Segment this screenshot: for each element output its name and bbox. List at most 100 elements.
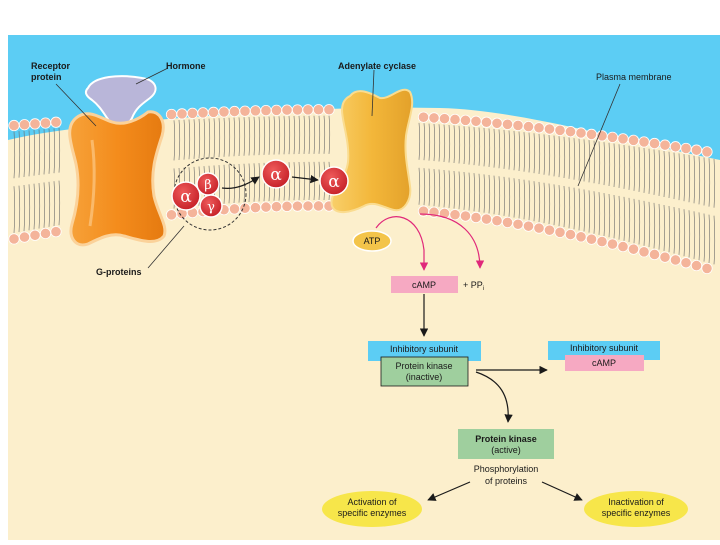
lipid-tail (203, 118, 206, 159)
lipid-head (39, 227, 52, 240)
protein-kinase-active-label: Protein kinase (475, 434, 537, 444)
lipid-tail (708, 214, 711, 264)
lipid-head (617, 240, 629, 253)
lipid-tail (608, 194, 611, 238)
camp-box (391, 276, 458, 293)
lipid-head (543, 123, 556, 135)
lipid-tail (528, 180, 531, 221)
lipid-tail (713, 158, 716, 208)
lipid-tail (438, 124, 441, 162)
lipid-head (470, 115, 482, 127)
g-protein-alpha-subunit: α (171, 181, 201, 211)
lipid-tail (588, 140, 591, 183)
lipid-head (680, 257, 692, 269)
atp-molecule (352, 230, 392, 252)
lipid-head (501, 216, 514, 229)
lipid-head (596, 235, 608, 248)
lipid-tail (593, 191, 596, 234)
lipid-tail (613, 143, 616, 187)
atp-label: ATP (364, 236, 381, 246)
lipid-head (260, 104, 272, 117)
alpha-symbol: α (270, 165, 282, 185)
lipid-tail (678, 153, 681, 201)
lipid-tail (698, 156, 701, 205)
lipid-head (659, 139, 671, 151)
g-protein-gamma-subunit: γ (199, 194, 223, 218)
lipid-head (480, 116, 493, 128)
lipid-head (239, 202, 251, 214)
lipid-tail (228, 117, 231, 157)
lipid-tail (693, 211, 696, 259)
lipid-head (648, 137, 661, 150)
lipid-head (176, 108, 188, 120)
lipid-tail (193, 119, 196, 159)
lipid-tail (28, 130, 31, 177)
leader-receptor (55, 83, 97, 127)
lipid-tail (573, 187, 576, 230)
lipid-tail (553, 135, 556, 177)
g-protein-beta-subunit: β (196, 172, 220, 196)
plasma-membrane-label: Plasma membrane (596, 72, 672, 82)
lipid-tail (318, 115, 321, 154)
lipid-tail (303, 161, 306, 201)
phosphorylation-label-2: of proteins (485, 476, 528, 486)
lipid-head (638, 246, 650, 258)
lipid-tail (603, 142, 606, 186)
lipid-head (470, 211, 482, 224)
lipid-head (459, 210, 472, 222)
lipid-tail (13, 186, 16, 233)
lipid-tail (628, 145, 631, 190)
lipid-tail (703, 213, 706, 262)
lipid-head (501, 118, 514, 130)
lipid-tail (513, 130, 516, 171)
lipid-head (564, 228, 577, 241)
lipid-head (533, 222, 545, 234)
lipid-head (29, 118, 41, 130)
lipid-head (228, 105, 241, 118)
lipid-tail (658, 203, 661, 250)
alpha-symbol: α (180, 187, 192, 207)
lipid-tail (653, 202, 656, 249)
lipid-tail (583, 189, 586, 232)
receptor-protein-label: Receptor (31, 61, 71, 71)
lipid-head (690, 259, 703, 272)
lipid-tail (668, 205, 671, 253)
lipid-tail (443, 124, 446, 163)
gamma-symbol: γ (207, 200, 215, 215)
lipid-tail (598, 192, 601, 235)
protein-kinase-inactive-box (380, 356, 469, 387)
lipid-tail (298, 115, 301, 155)
lipid-tail (308, 161, 311, 201)
lipid-head (50, 116, 62, 128)
lipid-tail (268, 116, 271, 155)
lipid-head (554, 124, 566, 136)
lipid-head (522, 120, 535, 133)
lipid-tail (293, 115, 296, 155)
lipid-tail (483, 174, 486, 213)
lipid-tail (523, 132, 526, 172)
lipid-head (18, 119, 31, 131)
lipid-head (459, 114, 472, 126)
lipid-tail (633, 146, 636, 191)
lipid-tail (528, 132, 531, 173)
lipid-tail (603, 193, 606, 237)
lipid-tail (238, 117, 241, 157)
lipid-tail (683, 154, 686, 202)
lipid-head (281, 200, 293, 212)
arrow-to-inactivation (541, 481, 583, 501)
lipid-tail (18, 185, 21, 233)
lipid-tail (628, 197, 631, 243)
alpha-symbol: α (328, 172, 340, 192)
lipid-tail (663, 150, 666, 197)
inhibitory-subunit-label: Inhibitory subunit (390, 344, 459, 354)
lipid-head (449, 113, 461, 126)
lipid-head (533, 122, 545, 134)
lipid-tail (328, 115, 331, 154)
lipid-tail (183, 119, 186, 160)
lipid-tail (543, 134, 546, 175)
lipid-tail (308, 115, 311, 154)
lipid-tail (463, 126, 466, 165)
lipid-head (606, 238, 619, 250)
lipid-head (701, 146, 713, 158)
lipid-tail (503, 129, 506, 169)
